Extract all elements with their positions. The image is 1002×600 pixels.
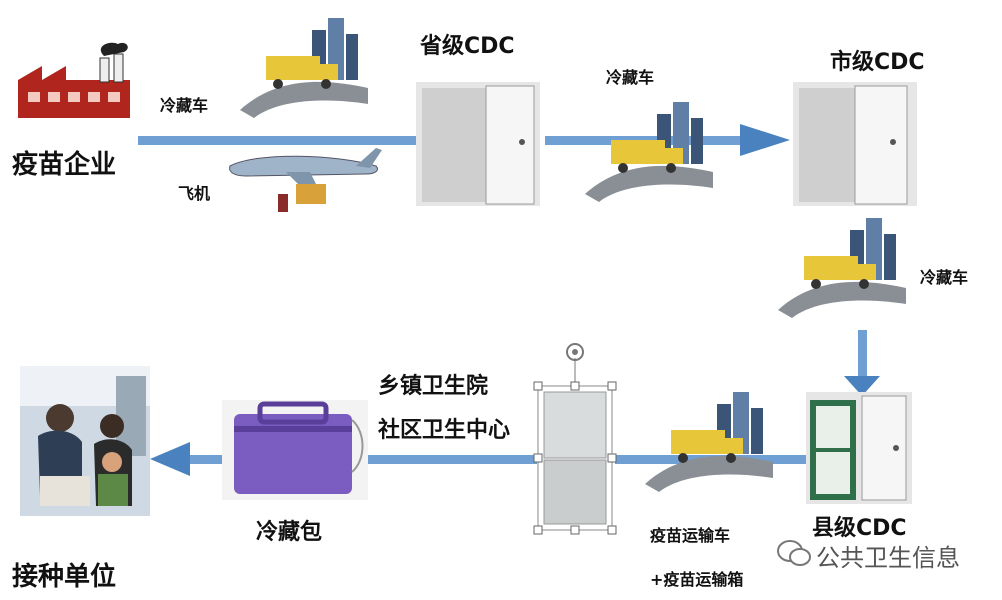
- cold-bag-label: 冷藏包: [256, 520, 323, 545]
- arrow-city-to-county-head: [844, 376, 880, 396]
- arrow-city-to-county-line: [858, 330, 867, 380]
- vaccine-company-label: 疫苗企业: [12, 150, 117, 180]
- cold-truck-icon-2: [585, 102, 713, 202]
- arrow-provincial-to-city-head: [740, 124, 790, 156]
- cold-truck-label-2: 冷藏车: [606, 68, 655, 87]
- township-hospital-label: 乡镇卫生院: [378, 374, 489, 399]
- county-cdc-door-icon: [806, 392, 912, 504]
- arrow-bag-to-unit-line: [185, 455, 225, 464]
- cold-truck-icon-1: [240, 18, 368, 118]
- cold-truck-label-1: 冷藏车: [160, 96, 209, 115]
- cold-truck-icon-3: [778, 218, 906, 318]
- city-cdc-label: 市级CDC: [830, 50, 925, 75]
- vaccination-photo: [20, 366, 150, 516]
- airplane-label: 飞机: [178, 184, 211, 203]
- vaccine-truck-icon: [645, 392, 773, 492]
- airplane-icon: [229, 148, 382, 212]
- cold-bag-icon: [222, 400, 368, 500]
- city-cdc-door-icon: [793, 82, 917, 206]
- vaccine-box-label: +疫苗运输箱: [650, 570, 744, 589]
- vaccine-truck-label: 疫苗运输车: [650, 526, 731, 545]
- cold-truck-label-3: 冷藏车: [920, 268, 969, 287]
- county-cdc-label: 县级CDC: [812, 516, 907, 541]
- community-center-label: 社区卫生中心: [378, 418, 511, 443]
- arrow-company-to-provincial: [138, 136, 418, 145]
- refrigerator-icon: [533, 343, 617, 535]
- vaccination-unit-label: 接种单位: [12, 562, 117, 592]
- arrow-bag-to-unit-head: [150, 442, 190, 476]
- wechat-icon: [777, 540, 811, 566]
- watermark-text: 公共卫生信息: [816, 544, 960, 572]
- factory-icon: [18, 42, 130, 118]
- arrow-township-to-bag: [365, 455, 537, 464]
- provincial-cdc-door-icon: [416, 82, 540, 206]
- provincial-cdc-label: 省级CDC: [420, 34, 515, 59]
